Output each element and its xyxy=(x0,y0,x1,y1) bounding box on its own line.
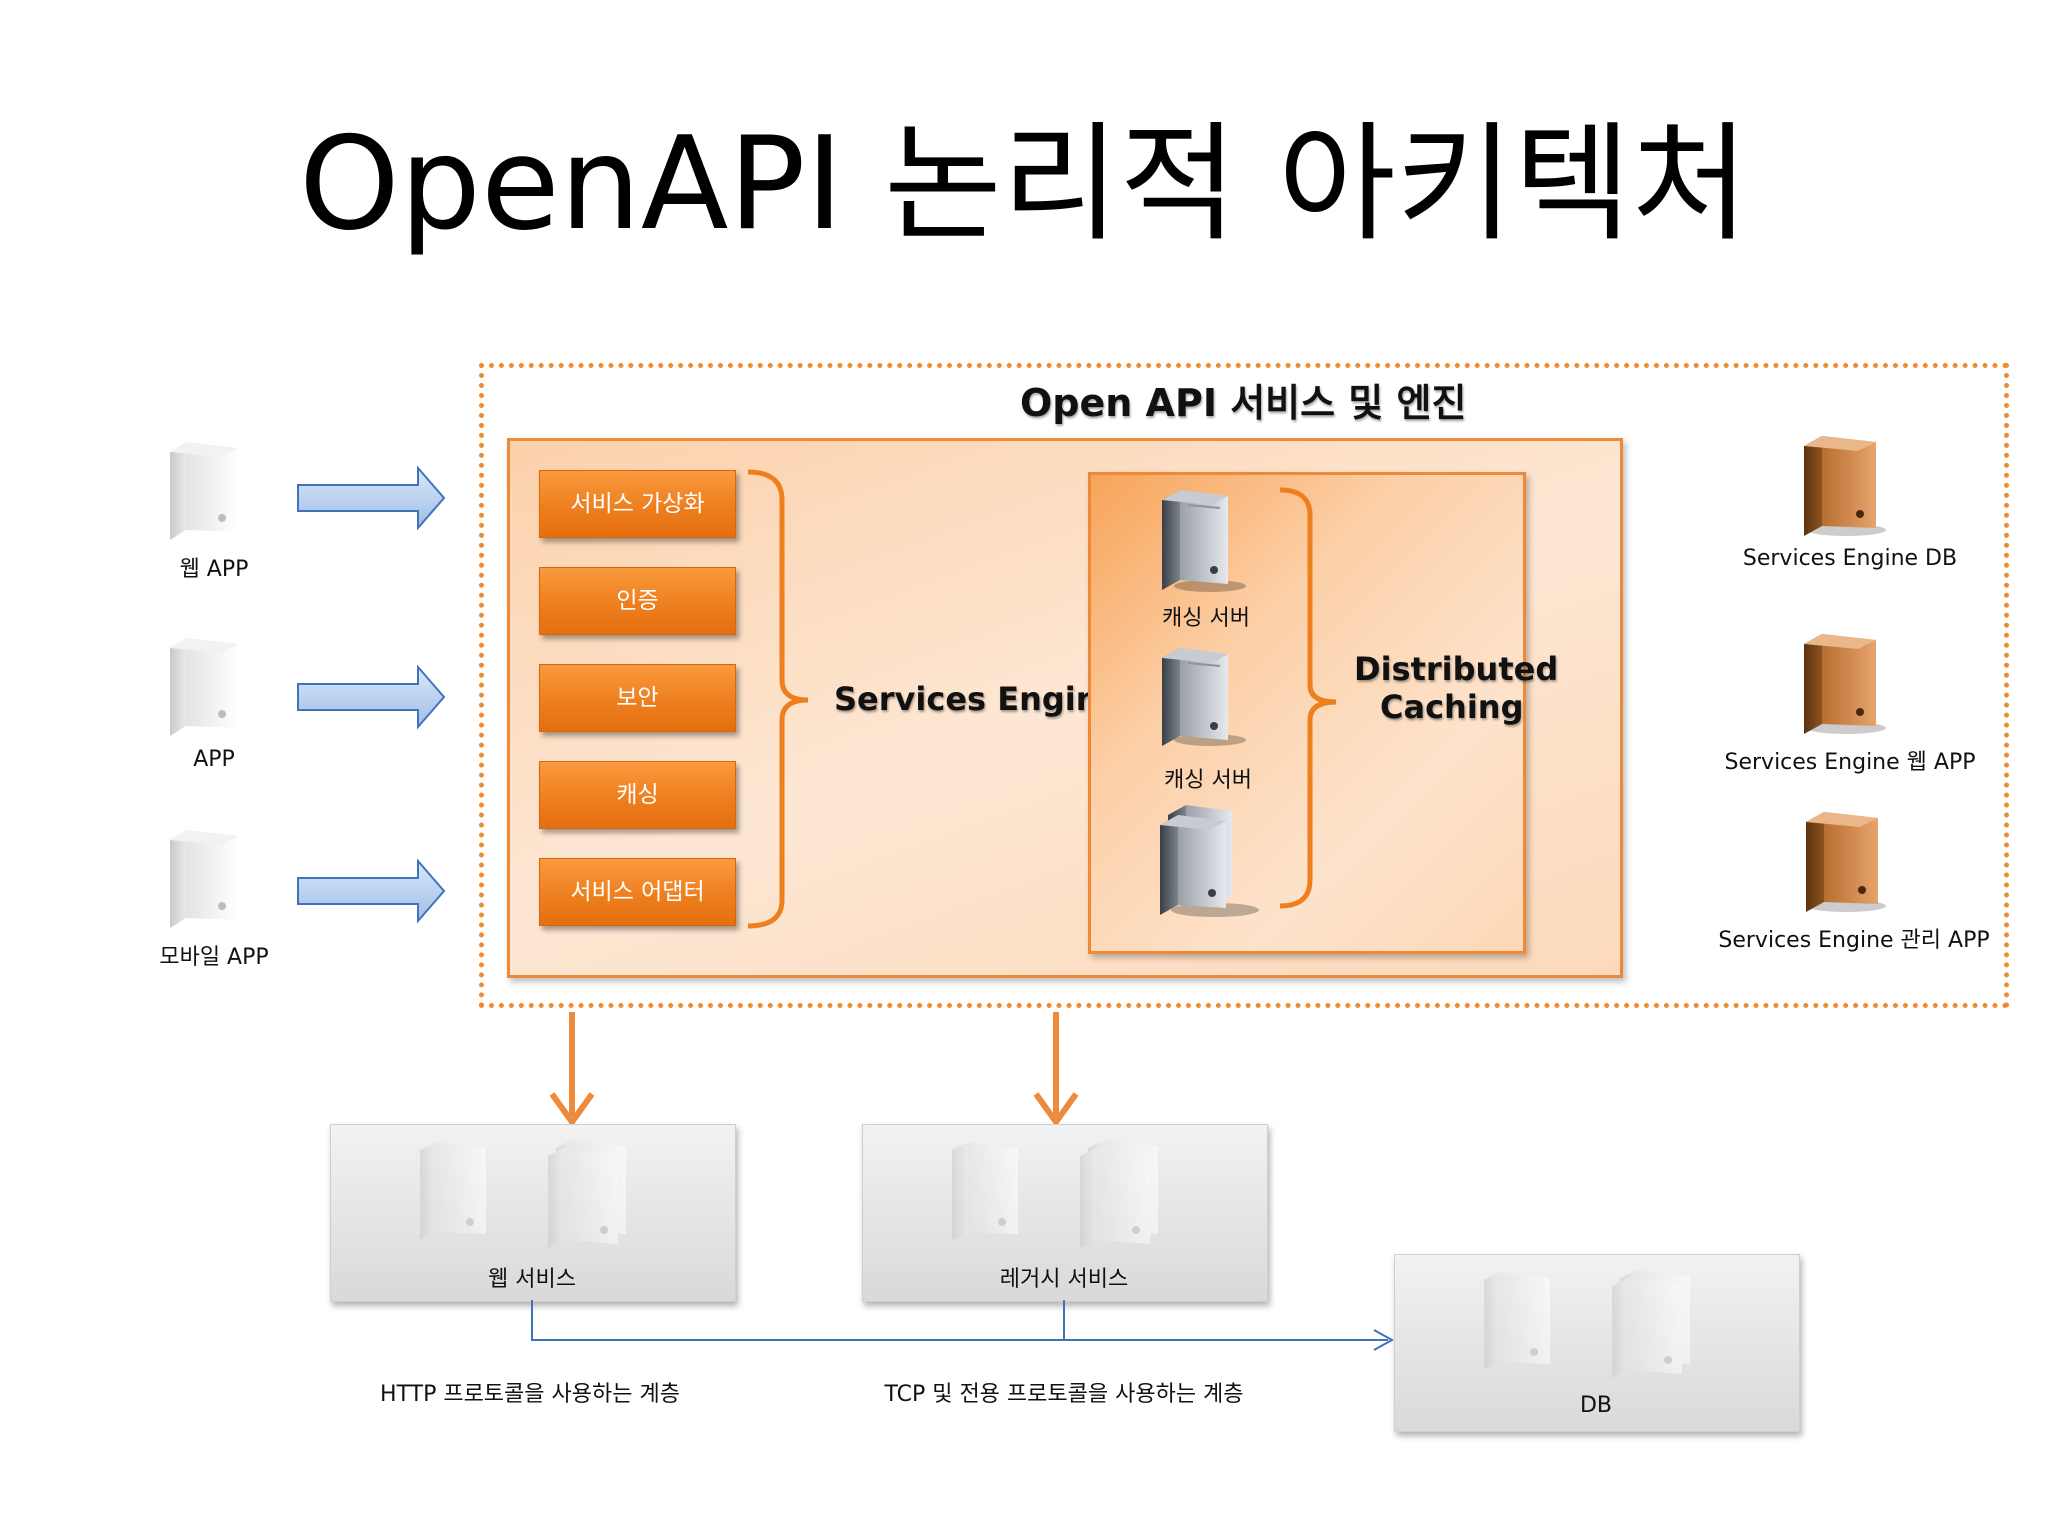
legacy-service-box xyxy=(862,1124,1268,1302)
caching-item: 캐싱 xyxy=(539,761,736,829)
service-virtualization-item: 서비스 가상화 xyxy=(539,470,736,538)
client-label-web-app: 웹 APP xyxy=(179,557,249,582)
tcp-layer-label: TCP 및 전용 프로토콜을 사용하는 계층 xyxy=(884,1382,1244,1407)
authentication-item: 인증 xyxy=(539,567,736,635)
caching-server-label-1: 캐싱 서버 xyxy=(1162,606,1250,631)
legacy-service-label: 레거시 서비스 xyxy=(999,1267,1129,1292)
frame-title: Open API 서비스 및 엔진 xyxy=(1020,381,1467,425)
services-engine-admin-app-label: Services Engine 관리 APP xyxy=(1718,928,1990,953)
db-label: DB xyxy=(1579,1393,1613,1418)
distributed-caching-label-line2: Caching xyxy=(1380,688,1524,726)
services-engine-web-app-label: Services Engine 웹 APP xyxy=(1724,750,1976,775)
arrow-down-icon xyxy=(549,1012,595,1128)
client-label-mobile-app: 모바일 APP xyxy=(159,945,269,970)
arrow-right-icon xyxy=(297,664,446,730)
service-adapter-item: 서비스 어댑터 xyxy=(539,858,736,926)
web-service-label: 웹 서비스 xyxy=(488,1267,576,1292)
services-engine-label: Services Engine xyxy=(834,680,1121,718)
client-label-app: APP xyxy=(193,747,235,772)
page-title: OpenAPI 논리적 아키텍처 xyxy=(298,110,1750,259)
distributed-caching-label-line1: Distributed xyxy=(1354,650,1559,688)
arrow-right-icon xyxy=(297,465,446,531)
db-box xyxy=(1394,1254,1800,1432)
security-item: 보안 xyxy=(539,664,736,732)
openapi-frame xyxy=(479,363,2009,1008)
caching-server-label-2: 캐싱 서버 xyxy=(1164,768,1252,793)
app-server-icon xyxy=(170,638,238,736)
web-app-server-icon xyxy=(170,442,238,540)
arrow-down-icon xyxy=(1033,1012,1079,1128)
arrow-right-icon xyxy=(297,858,446,924)
web-service-box xyxy=(330,1124,736,1302)
services-engine-db-label: Services Engine DB xyxy=(1742,546,1958,571)
mobile-app-server-icon xyxy=(170,830,238,928)
http-layer-label: HTTP 프로토콜을 사용하는 계층 xyxy=(380,1382,680,1407)
